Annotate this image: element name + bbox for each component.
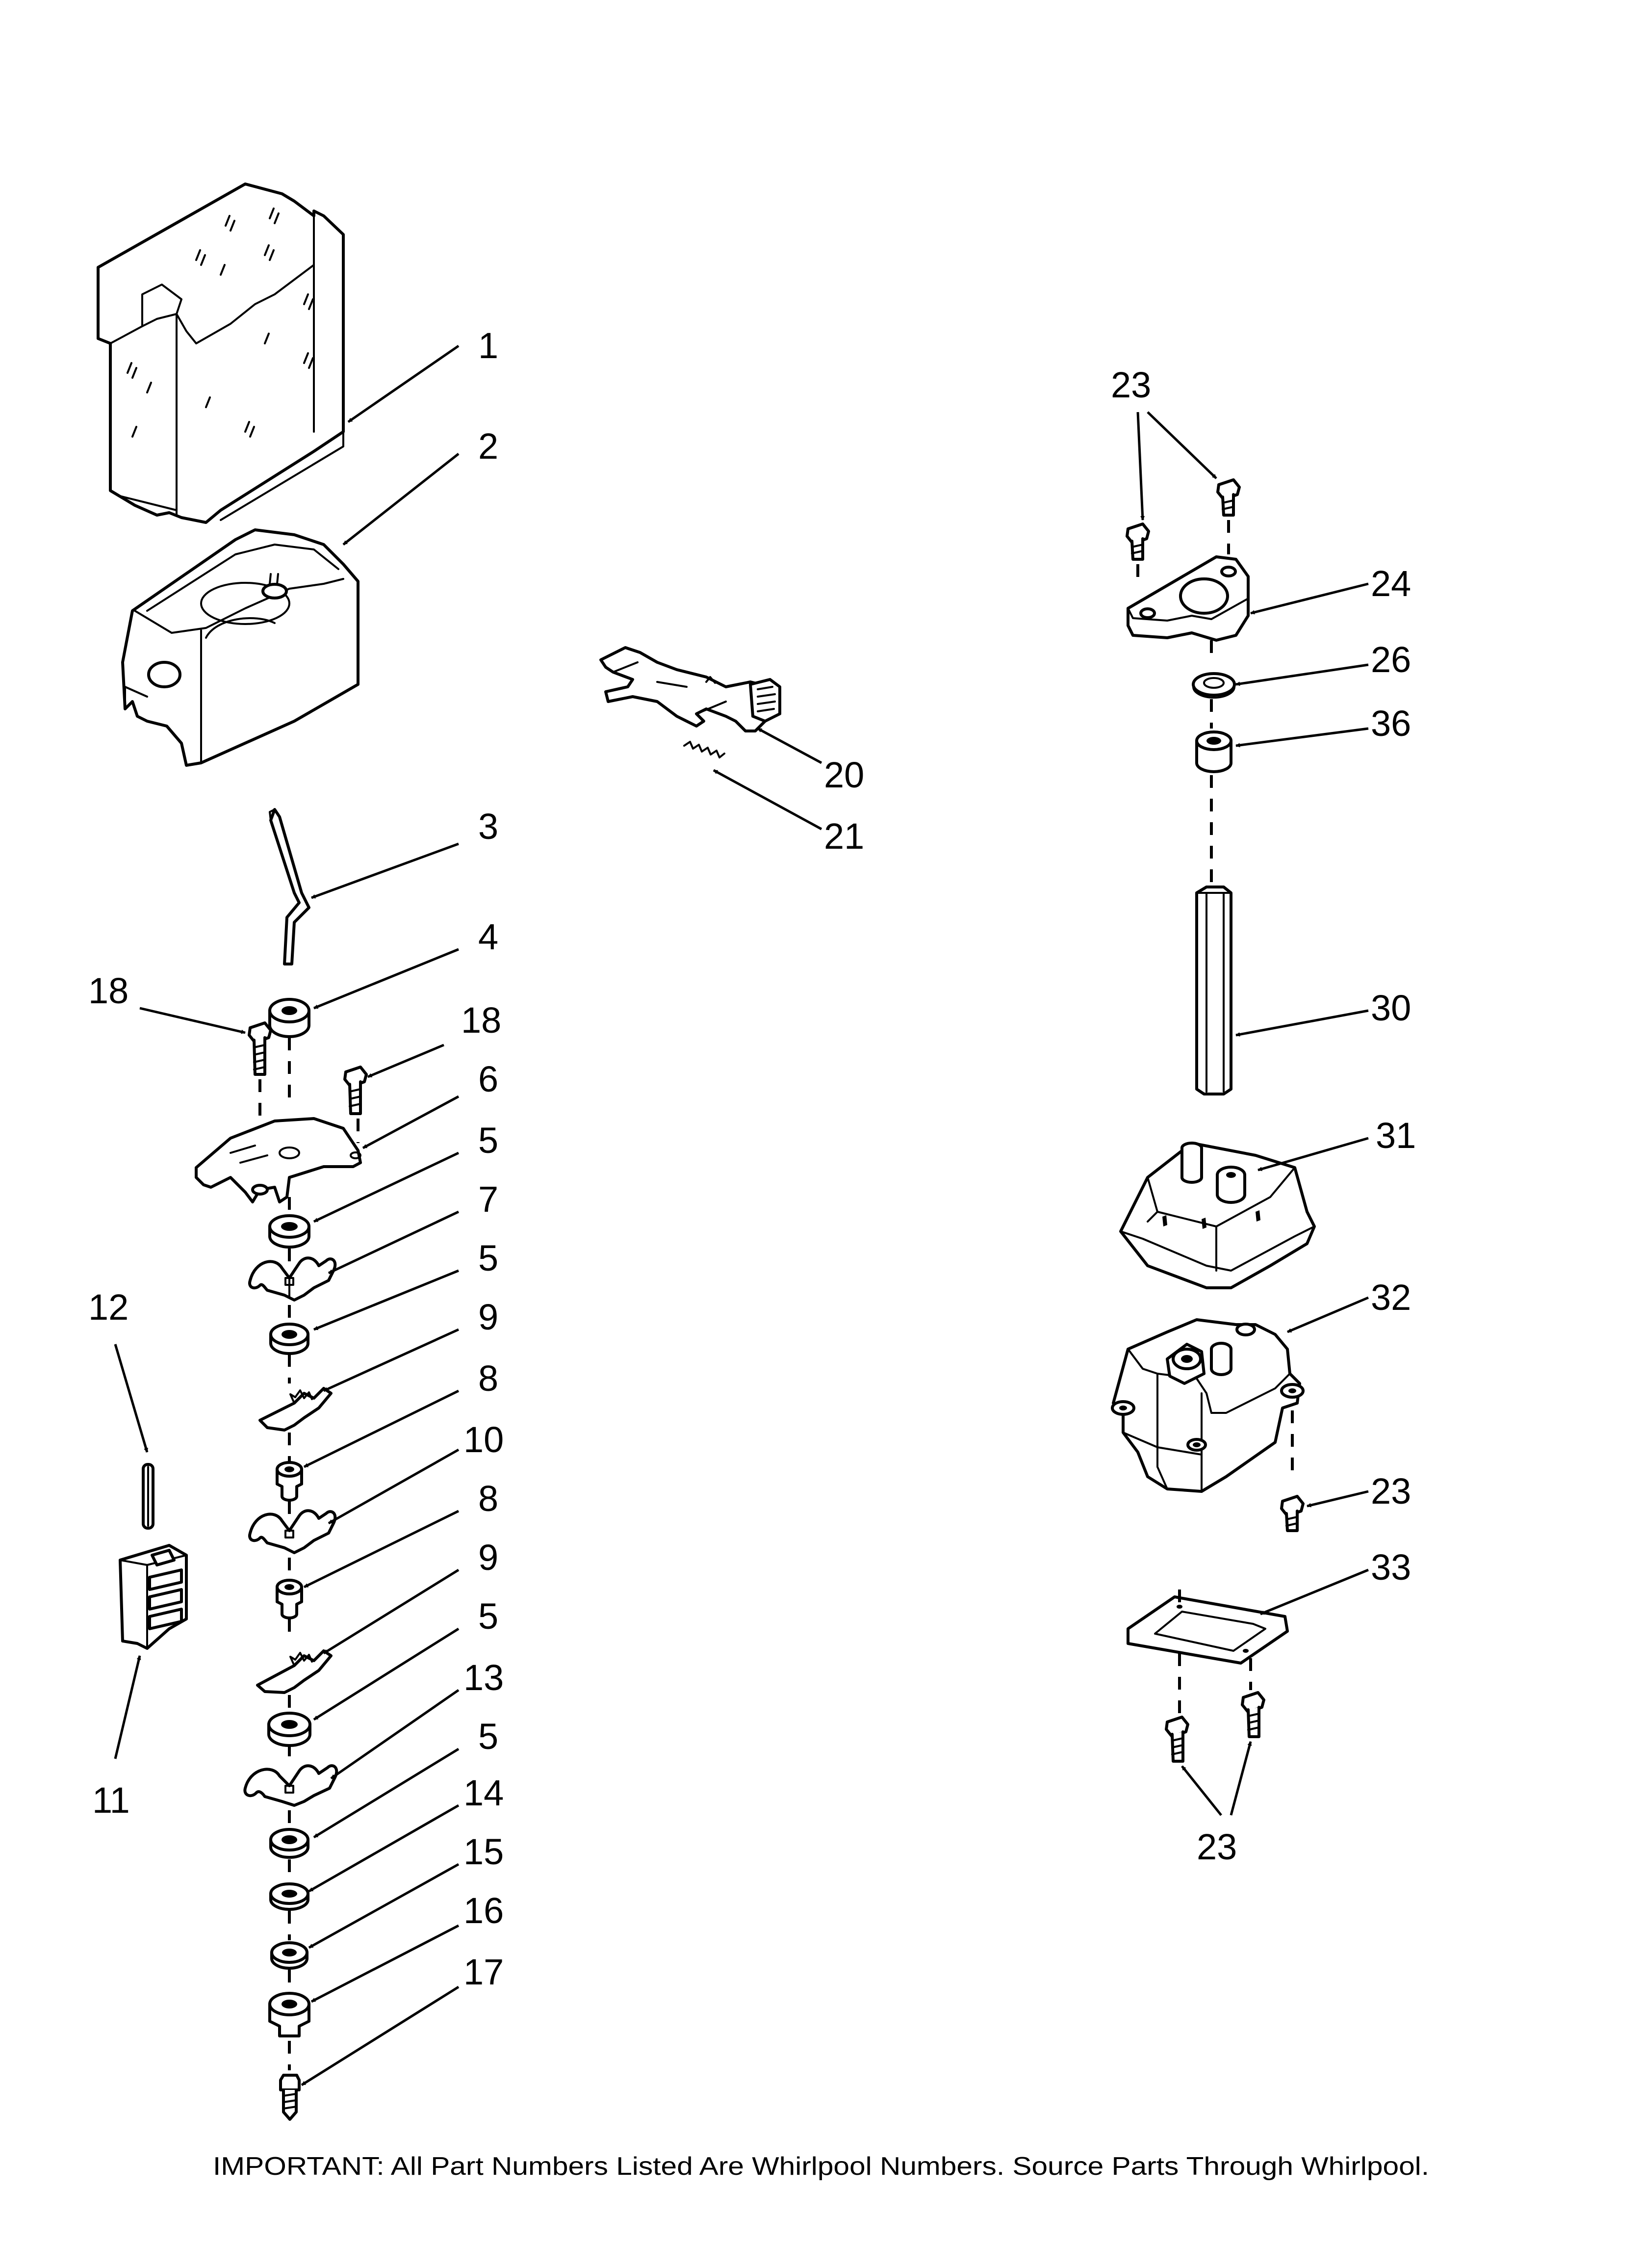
callout-23-top: 23: [1111, 365, 1151, 405]
part-17-screw: [279, 2074, 301, 2121]
callout-16: 16: [463, 1890, 504, 1931]
callout-1: 1: [478, 325, 498, 366]
part-33-gasket: [1127, 1595, 1289, 1665]
part-23-screw-top-right: [1216, 478, 1241, 517]
callout-17: 17: [463, 1952, 504, 1992]
part-14-washer: [269, 1882, 309, 1911]
callout-12: 12: [88, 1287, 128, 1328]
callout-30: 30: [1371, 988, 1411, 1028]
callout-18-left: 18: [88, 970, 128, 1011]
part-4-bushing: [268, 998, 310, 1038]
callout-33: 33: [1371, 1547, 1411, 1588]
footer-important-note: IMPORTANT: All Part Numbers Listed Are W…: [213, 2152, 1429, 2181]
part-11-block: [119, 1544, 188, 1650]
part-15-washer: [270, 1941, 308, 1970]
part-1-ice-bucket: [97, 182, 345, 524]
part-9-blade-b: [256, 1649, 333, 1694]
part-24-bracket: [1127, 555, 1250, 642]
part-5-washer-a: [268, 1214, 310, 1249]
bucket-frost-marks: [127, 208, 314, 438]
part-5-washer-d: [269, 1828, 309, 1859]
callout-23-bottom: 23: [1197, 1826, 1237, 1867]
part-36-bushing: [1195, 730, 1232, 773]
callout-2: 2: [478, 426, 498, 467]
part-6-plate: [195, 1117, 362, 1203]
part-32-motor: [1111, 1318, 1305, 1493]
part-26-washer: [1192, 672, 1236, 699]
callout-9-a: 9: [478, 1297, 498, 1337]
part-5-washer-b: [269, 1323, 309, 1355]
callout-5-d: 5: [478, 1716, 498, 1757]
part-23-screw-right: [1280, 1495, 1305, 1532]
callout-13: 13: [463, 1657, 504, 1698]
callout-14: 14: [463, 1773, 504, 1813]
callout-8-b: 8: [478, 1478, 498, 1519]
callout-8-a: 8: [478, 1358, 498, 1399]
part-21-spring: [683, 741, 725, 758]
part-9-blade-a: [258, 1387, 333, 1432]
part-7-cam: [248, 1256, 337, 1302]
callout-5-c: 5: [478, 1596, 498, 1637]
part-8-spacer-a: [276, 1461, 303, 1502]
callout-36: 36: [1371, 703, 1411, 744]
part-16-collar: [268, 1992, 310, 2037]
part-10-cam: [248, 1509, 337, 1554]
callout-10: 10: [463, 1419, 504, 1460]
callout-5-b: 5: [478, 1238, 498, 1278]
part-2-housing: [121, 528, 359, 767]
part-13-cam: [243, 1764, 338, 1807]
callout-7: 7: [478, 1179, 498, 1220]
part-30-shaft: [1195, 886, 1232, 1095]
callout-15: 15: [463, 1831, 504, 1872]
part-23-screw-top-left: [1126, 522, 1150, 561]
part-31-cover: [1119, 1142, 1316, 1289]
callout-11: 11: [92, 1780, 130, 1821]
part-18-screw-left: [248, 1021, 272, 1076]
part-3-wire-rod: [269, 808, 310, 965]
part-5-washer-c: [267, 1712, 311, 1747]
callout-6: 6: [478, 1059, 498, 1099]
leader-lines: [114, 344, 1369, 2086]
part-23-screw-bottom-right: [1241, 1691, 1265, 1738]
callout-4: 4: [478, 916, 498, 957]
callout-23-right: 23: [1371, 1471, 1411, 1512]
callout-32: 32: [1371, 1277, 1411, 1318]
callout-24: 24: [1371, 563, 1411, 604]
callout-3: 3: [478, 806, 498, 847]
callout-9-b: 9: [478, 1537, 498, 1578]
callout-labels: 1 2 3 4 18 18 6 5 7 5 9 8 10 8 9 5 13 5 …: [88, 325, 1416, 1992]
part-20-lever-switch: [599, 646, 781, 732]
part-12-pin: [142, 1463, 154, 1530]
callout-20: 20: [824, 755, 864, 795]
callout-21: 21: [824, 816, 864, 857]
part-8-spacer-b: [276, 1579, 303, 1619]
part-18-screw-right: [343, 1066, 368, 1115]
callout-31: 31: [1376, 1115, 1416, 1156]
callout-18-right: 18: [461, 1000, 501, 1041]
part-23-screw-bottom-left: [1165, 1716, 1189, 1763]
callout-26: 26: [1371, 639, 1411, 680]
callout-5-a: 5: [478, 1120, 498, 1161]
